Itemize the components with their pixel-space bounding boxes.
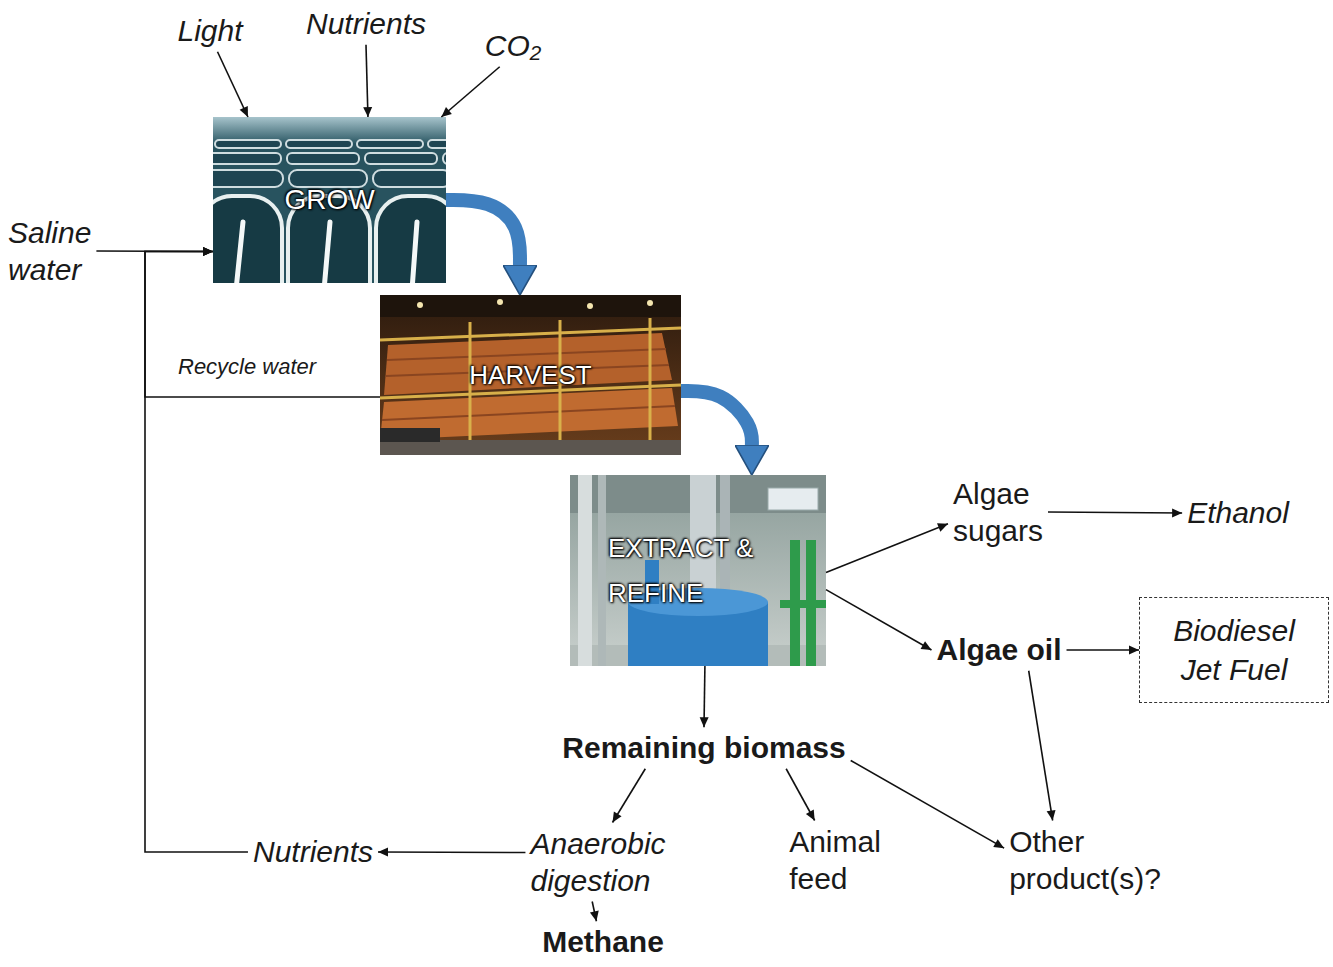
pond-photo (213, 117, 446, 283)
pond-photo (357, 140, 423, 148)
node-text: Methane (542, 923, 664, 961)
node-text: Animal feed (789, 823, 881, 898)
pond-photo (443, 153, 446, 164)
input-label: Nutrients (248, 831, 378, 873)
node-text: Biodiesel (1173, 611, 1295, 650)
connector-arrow (826, 524, 948, 573)
node-text: Light (177, 12, 242, 50)
node-text: Algae oil (936, 631, 1061, 669)
pond-photo (213, 170, 283, 187)
process-label: Anaerobic digestion (525, 823, 670, 902)
harvest-photo (380, 328, 681, 340)
product-label: Methane (537, 921, 669, 963)
connector-arrow (592, 902, 596, 922)
node-text: Nutrients (306, 5, 426, 43)
input-label: Light (172, 10, 247, 52)
node-text: CO₂ (485, 27, 541, 65)
product-label: Algae oil (931, 629, 1066, 671)
node-text: Ethanol (1187, 494, 1289, 532)
pond-photo (412, 222, 417, 283)
refinery-photo (598, 475, 606, 666)
pond-photo (236, 222, 243, 283)
stage-photo: GROW (213, 117, 446, 283)
pond-photo (428, 140, 446, 148)
connector-arrow (366, 45, 368, 117)
pond-photo (286, 140, 352, 148)
harvest-photo (417, 299, 653, 309)
pond-photo (213, 153, 281, 164)
product-label: Algae sugars (948, 473, 1048, 552)
harvest-photo (380, 295, 681, 455)
node-text: Algae sugars (953, 475, 1043, 550)
pond-photo (365, 153, 437, 164)
harvest-photo (380, 318, 681, 445)
harvest-photo (587, 303, 593, 309)
product-label: Ethanol (1182, 492, 1294, 534)
refinery-photo (578, 475, 592, 666)
flow-arrow (681, 391, 752, 445)
harvest-photo (382, 349, 675, 420)
node-text: Other product(s)? (1009, 823, 1161, 898)
pond-photo (324, 222, 330, 283)
pond-photo (215, 140, 281, 148)
harvest-photo (380, 295, 681, 455)
harvest-photo (380, 295, 681, 317)
connector-arrow (613, 769, 646, 823)
connector-arrow (145, 251, 380, 397)
harvest-photo (380, 428, 440, 442)
connector-arrow (441, 67, 499, 117)
edge-label: Recycle water (175, 354, 319, 380)
harvest-photo (382, 406, 675, 420)
node-text: Nutrients (253, 833, 373, 871)
refinery-photo (570, 475, 826, 666)
product-label: Remaining biomass (557, 727, 850, 769)
input-label: Nutrients (301, 3, 431, 45)
connector-arrow (1067, 649, 1139, 651)
refinery-photo (780, 600, 826, 608)
pond-photo (376, 196, 446, 283)
connector-arrow (1029, 671, 1053, 821)
node-text: Remaining biomass (562, 729, 845, 767)
connector-arrow (218, 52, 248, 117)
pond-photo (213, 140, 446, 187)
stage-title: EXTRACT & REFINE (608, 526, 788, 614)
refinery-photo (768, 488, 818, 510)
harvest-photo (497, 299, 503, 305)
connector-arrow (786, 769, 814, 821)
connector-arrow (703, 666, 706, 727)
harvest-photo (387, 349, 666, 360)
node-text: Jet Fuel (1181, 650, 1288, 689)
stage-title: HARVEST (469, 360, 591, 391)
harvest-photo (380, 440, 681, 455)
stage-photo: EXTRACT & REFINE (570, 475, 826, 666)
pond-photo (287, 153, 359, 164)
product-label: Other product(s)? (1004, 821, 1166, 900)
product-label: Animal feed (784, 821, 886, 900)
harvest-photo (649, 318, 652, 445)
pond-photo (373, 170, 446, 187)
stage-photo: HARVEST (380, 295, 681, 455)
connector-arrow (145, 251, 248, 852)
input-label: Saline water (3, 212, 96, 291)
pond-photo (213, 196, 282, 283)
stage-title: GROW (284, 184, 374, 216)
connector-arrow (826, 590, 931, 650)
harvest-photo (647, 300, 653, 306)
node-text: Saline water (8, 214, 91, 289)
node-text: Anaerobic digestion (530, 825, 665, 900)
fuel-box: BiodieselJet Fuel (1139, 597, 1329, 703)
harvest-photo (384, 333, 672, 395)
harvest-photo (417, 302, 423, 308)
pond-photo (236, 222, 417, 283)
flow-arrow (446, 200, 520, 265)
connector-arrow (1048, 512, 1182, 513)
refinery-photo (570, 475, 826, 666)
connector-arrow (378, 851, 525, 853)
input-label: CO₂ (480, 25, 546, 67)
